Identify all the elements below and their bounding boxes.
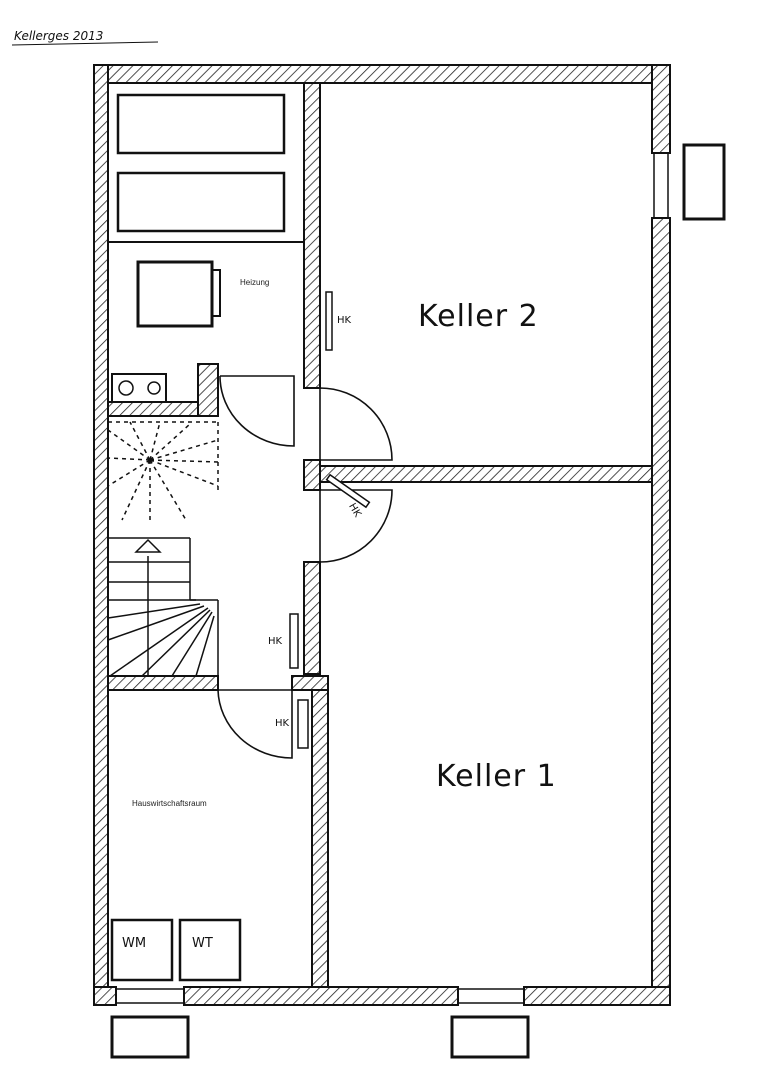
wt-label: WT [192, 936, 213, 951]
keller1-label: Keller 1 [436, 759, 557, 794]
washing-machine [110, 918, 174, 982]
keller2-label: Keller 2 [418, 299, 539, 334]
title-text: Kellerges 2013 [14, 29, 103, 43]
heizung-door [219, 375, 295, 447]
outer-walls [93, 64, 671, 1006]
light-wells [110, 143, 726, 1059]
interior-walls [107, 82, 653, 988]
keller2-door [319, 387, 393, 461]
hk-hwr-label: HK [275, 718, 290, 729]
radiator-hwr [297, 699, 309, 749]
hwr-label: Hauswirtschaftsraum [132, 799, 207, 808]
sink [111, 373, 167, 403]
keller1-door [319, 489, 393, 563]
staircase [107, 421, 219, 677]
heizung-room: Heizung [108, 93, 304, 403]
doors [217, 375, 393, 759]
radiator-hall [289, 613, 299, 669]
hwr-door [217, 689, 293, 759]
hwr-room: Hauswirtschaftsraum WM WT [110, 799, 242, 982]
hk-hall-label: HK [268, 636, 283, 647]
heizung-label: Heizung [240, 278, 269, 287]
plan-title: Kellerges 2013 [11, 29, 159, 46]
hk-keller2-label: HK [337, 315, 352, 326]
radiator-keller1 [325, 473, 371, 509]
radiator-keller2 [325, 291, 333, 351]
dryer [178, 918, 242, 982]
wm-label: WM [122, 936, 146, 951]
storage-tank-bottom [116, 171, 286, 233]
storage-tank-top [116, 93, 286, 155]
boiler [136, 260, 214, 328]
radiators: HK HK HK HK [268, 291, 371, 749]
